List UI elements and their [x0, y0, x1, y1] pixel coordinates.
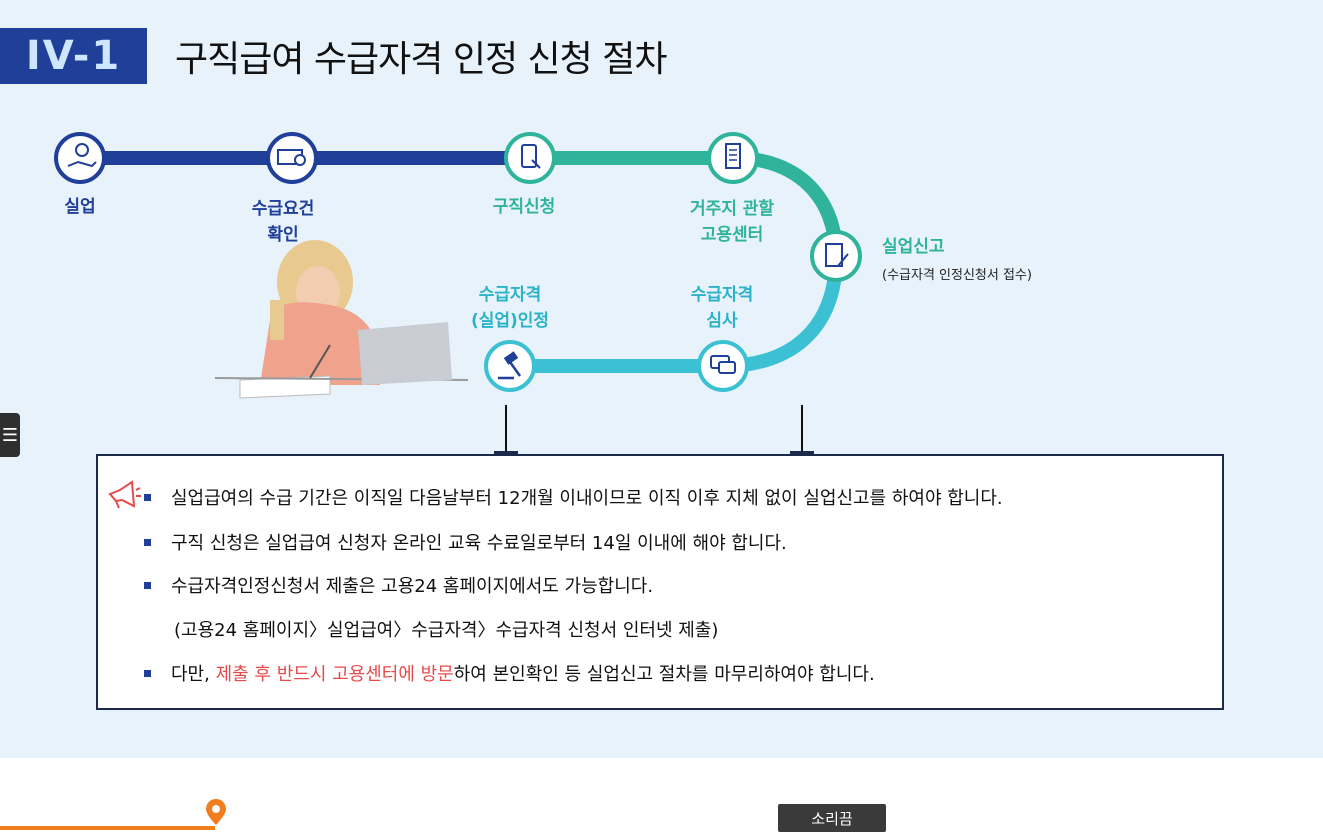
- tablet-touch-icon: [506, 134, 554, 182]
- magnifier-card-icon: [268, 134, 316, 182]
- info-bullet-1: 실업급여의 수급 기간은 이직일 다음날부터 12개월 이내이므로 이직 이후 …: [144, 484, 1003, 510]
- step-label-eligibility-approval: 수급자격 (실업)인정: [471, 282, 549, 334]
- step-label-unemployment: 실업: [64, 194, 95, 220]
- chat-bubbles-icon: [699, 342, 747, 390]
- info-path-note: (고용24 홈페이지〉실업급여〉수급자격〉수급자격 신청서 인터넷 제출): [174, 616, 718, 642]
- megaphone-icon: [106, 480, 142, 510]
- location-pin-icon[interactable]: [204, 797, 228, 827]
- step-label-employment-center: 거주지 관할 고용센터: [690, 196, 774, 248]
- step-label-job-application: 구직신청: [493, 194, 556, 220]
- progress-bar[interactable]: [0, 826, 215, 830]
- highlight-text: 제출 후 반드시 고용센터에 방문: [216, 664, 454, 685]
- step-sublabel-report: (수급자격 인정신청서 접수): [882, 264, 1032, 283]
- mute-button[interactable]: 소리끔: [778, 804, 886, 832]
- bullet-marker: [144, 582, 151, 589]
- process-flow: [0, 0, 1323, 450]
- connector-line-right: [801, 405, 803, 455]
- info-bullet-4: 다만, 제출 후 반드시 고용센터에 방문하여 본인확인 등 실업신고 절차를 …: [144, 660, 875, 686]
- info-box: 실업급여의 수급 기간은 이직일 다음날부터 12개월 이내이므로 이직 이후 …: [96, 454, 1224, 710]
- info-bullet-2: 구직 신청은 실업급여 신청자 온라인 교육 수료일로부터 14일 이내에 해야…: [144, 529, 787, 555]
- step-label-eligibility-check: 수급요건 확인: [252, 196, 315, 248]
- slide: IV-1 구직급여 수급자격 인정 신청 절차: [0, 0, 1323, 758]
- side-menu-tab[interactable]: ☰: [0, 413, 20, 457]
- info-bullet-3: 수급자격인정신청서 제출은 고용24 홈페이지에서도 가능합니다.: [144, 572, 653, 598]
- connector-line-left: [505, 405, 507, 455]
- step-label-eligibility-review: 수급자격 심사: [691, 282, 754, 334]
- hand-coin-icon: [56, 134, 104, 182]
- building-icon: [709, 134, 757, 182]
- document-pen-icon: [812, 232, 860, 280]
- bullet-marker: [144, 494, 151, 501]
- woman-laptop-illustration: [215, 240, 468, 398]
- menu-lines-icon: ☰: [2, 425, 18, 446]
- bullet-marker: [144, 670, 151, 677]
- bullet-marker: [144, 539, 151, 546]
- gavel-icon: [486, 342, 534, 390]
- step-label-unemployment-report: 실업신고: [882, 234, 945, 260]
